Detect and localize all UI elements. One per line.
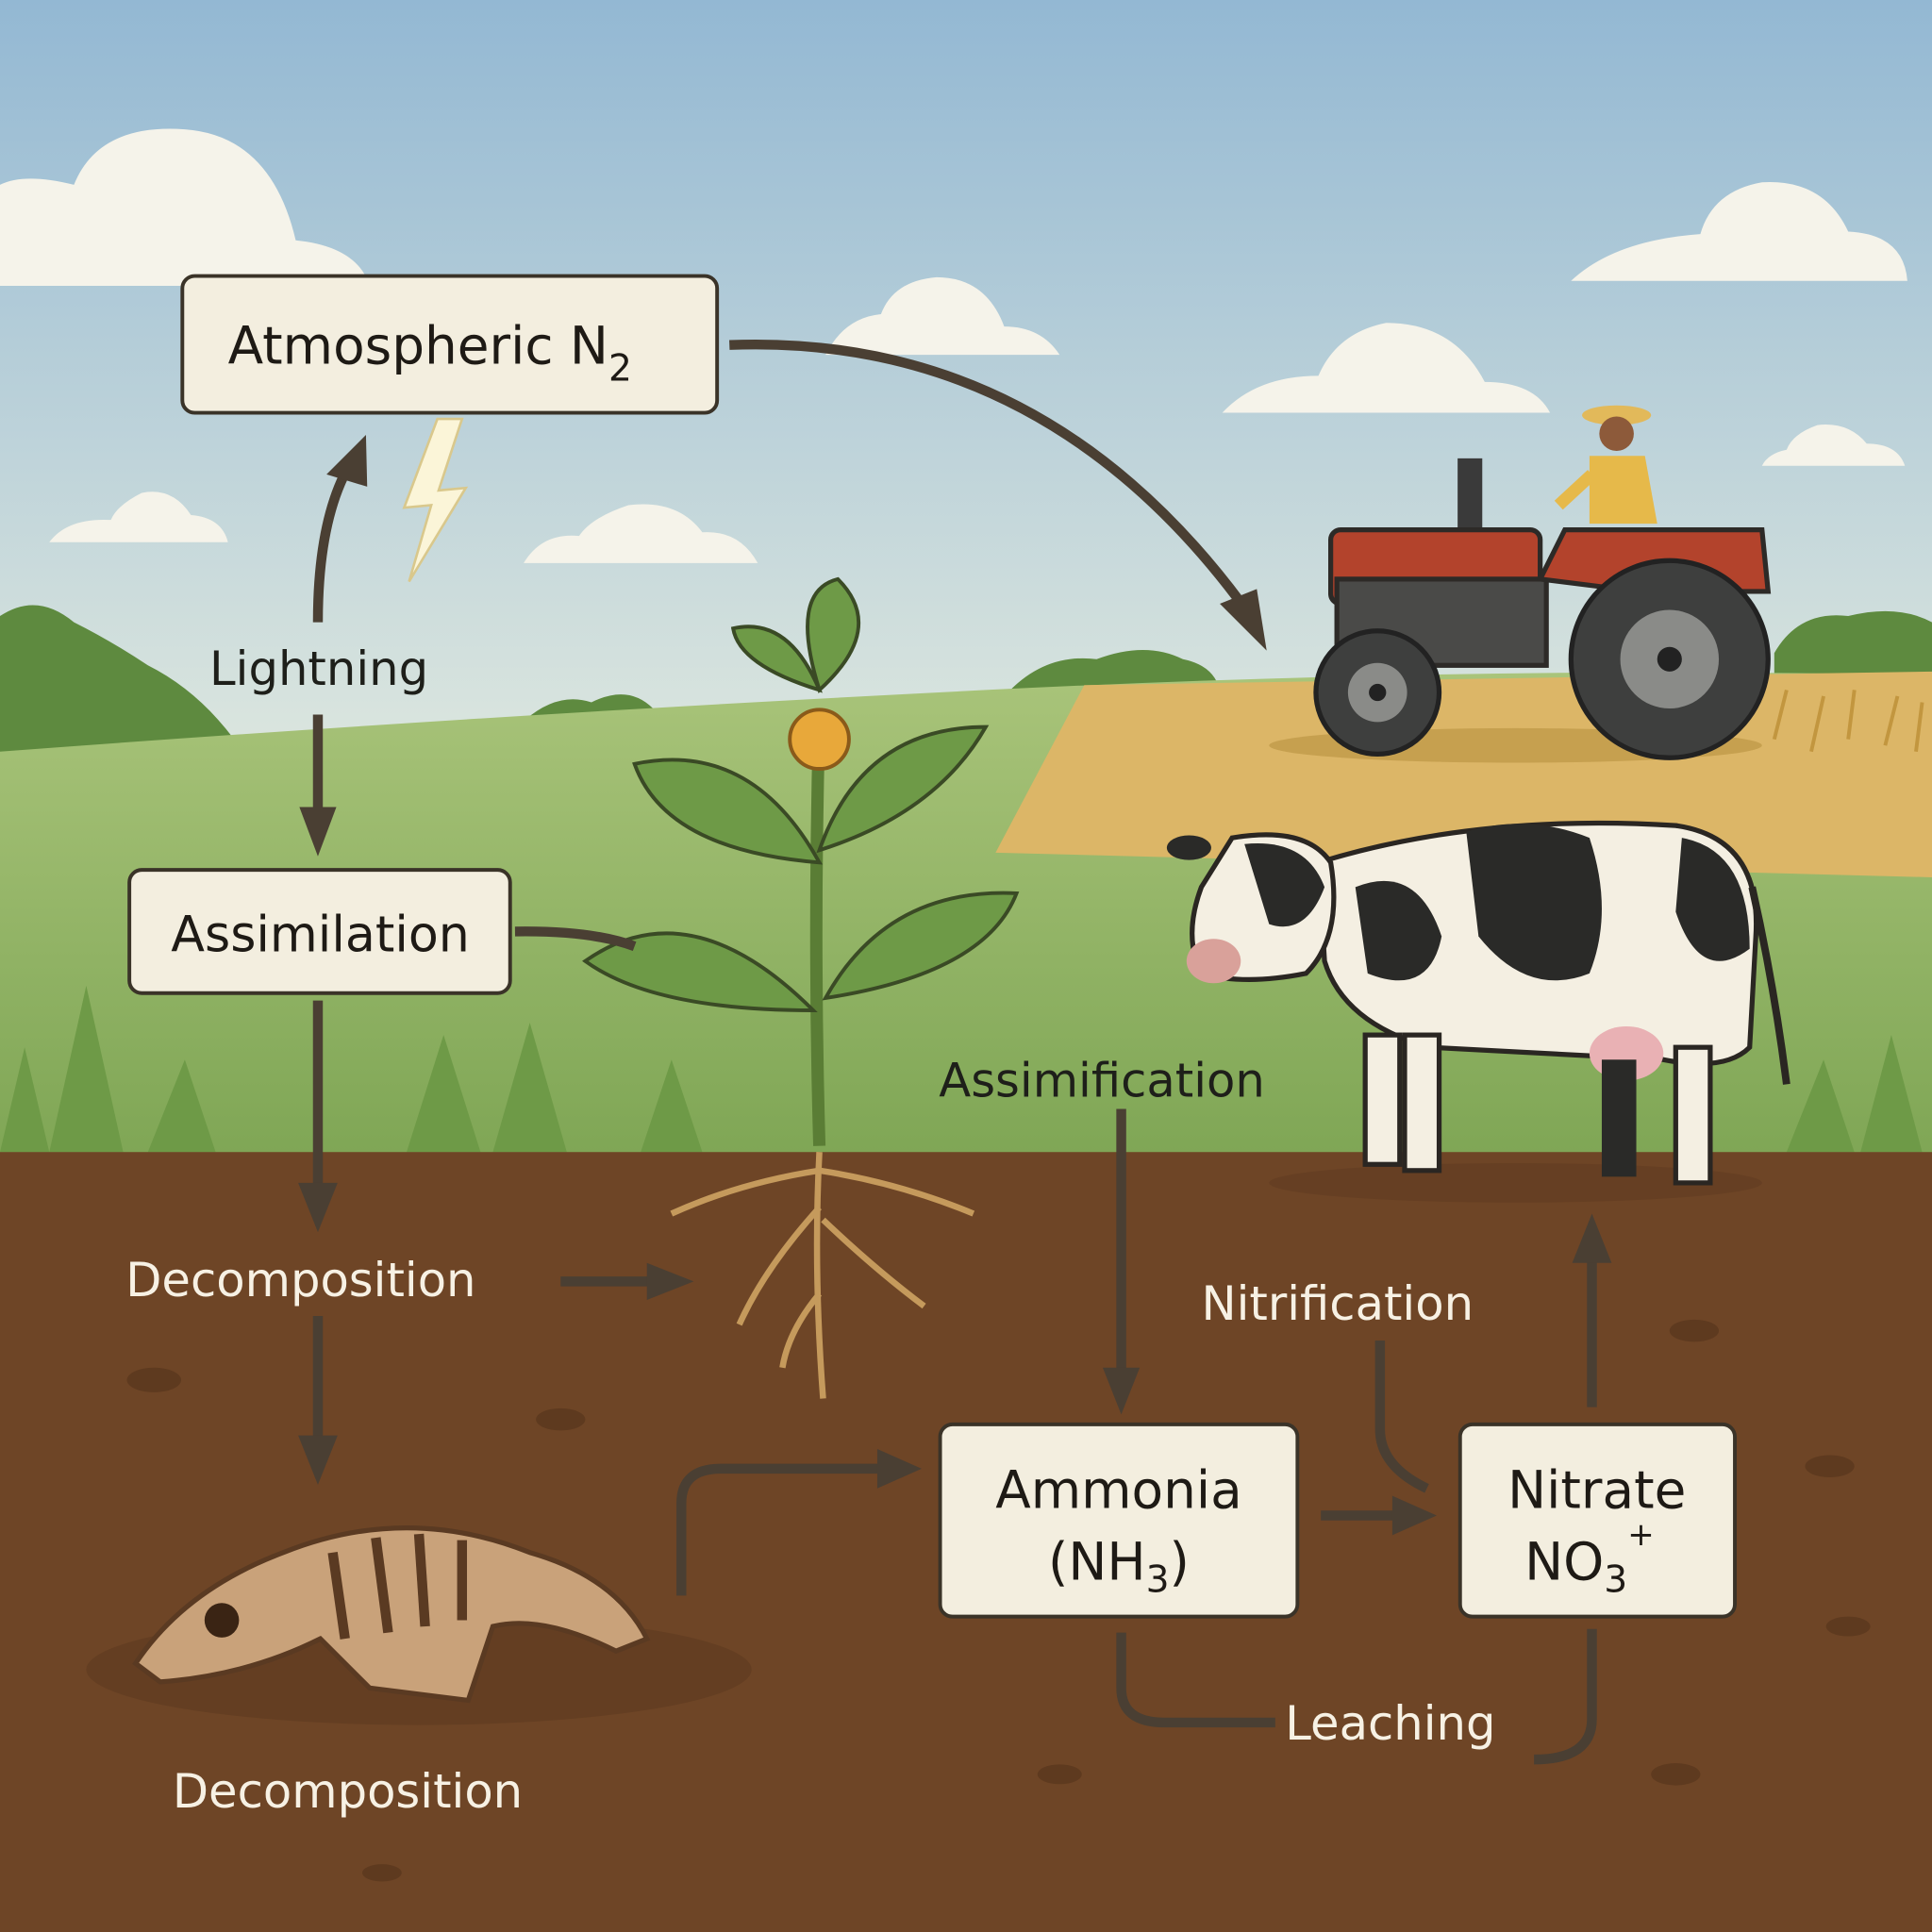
nitrate-formula: NO3+ <box>1524 1516 1655 1602</box>
atmospheric-subscript: 2 <box>608 348 632 391</box>
arrow-atmospheric-to-tractor <box>729 339 1255 620</box>
label-decomposition-lower: Decomposition <box>173 1764 523 1819</box>
assimilation-label: Assimilation <box>171 907 470 963</box>
wheat-stalks <box>1772 689 1924 753</box>
node-assimilation: Assimilation <box>127 868 512 995</box>
arrow-leaching-loop <box>1116 1632 1275 1728</box>
arrow-nitrification-to-nitrate <box>1374 1341 1429 1493</box>
atmospheric-label: Atmospheric N <box>228 315 608 375</box>
lightning-bolt-icon <box>402 417 469 583</box>
label-leaching: Leaching <box>1285 1696 1495 1751</box>
tractor-illustration <box>1269 405 1772 763</box>
animal-skeleton-illustration <box>86 1525 752 1725</box>
farmer <box>1554 405 1657 525</box>
nitrate-label: Nitrate <box>1507 1460 1686 1521</box>
arrow-leaching-to-nitrate <box>1534 1628 1597 1765</box>
cow-illustration <box>1166 820 1790 1203</box>
arrow-assimilation-to-plant <box>514 926 637 952</box>
node-nitrate: Nitrate NO3+ <box>1457 1422 1737 1619</box>
label-nitrification: Nitrification <box>1201 1276 1474 1331</box>
flower <box>788 708 851 771</box>
flow-arrows <box>298 339 1612 1765</box>
clouds <box>0 128 1907 563</box>
svg-text:Atmospheric N2: Atmospheric N2 <box>228 315 632 390</box>
grass-tufts <box>0 985 1923 1153</box>
roots <box>670 1152 975 1399</box>
node-ammonia: Ammonia (NH3) <box>938 1422 1300 1619</box>
ammonia-formula: (NH3) <box>1048 1531 1190 1601</box>
ammonia-label: Ammonia <box>995 1460 1242 1521</box>
plant-illustration <box>582 576 1020 1399</box>
label-lightning: Lightning <box>209 641 428 696</box>
arrow-skeleton-to-ammonia <box>676 1463 885 1596</box>
soil-pebbles <box>126 1319 1871 1882</box>
label-assimification: Assimification <box>939 1053 1265 1108</box>
label-decomposition-upper: Decomposition <box>125 1253 475 1307</box>
node-atmospheric-n2: Atmospheric N2 <box>180 274 720 415</box>
